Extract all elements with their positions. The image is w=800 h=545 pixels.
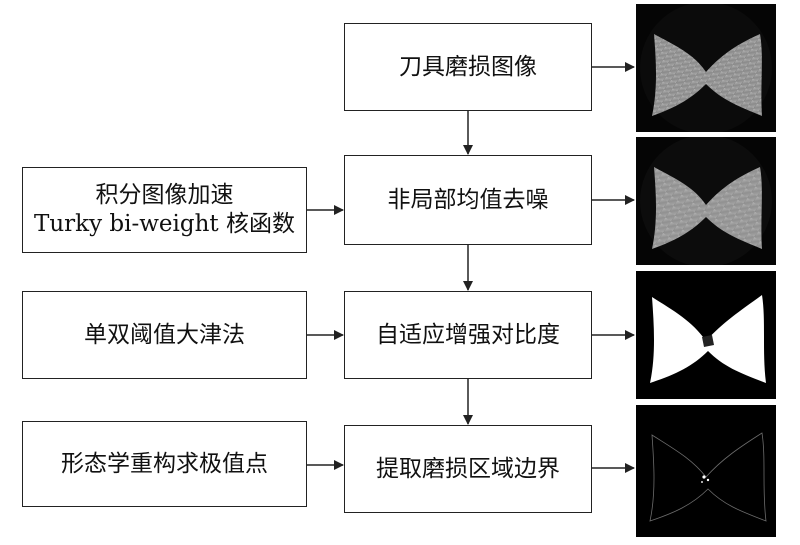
binary-tool-image: [636, 271, 776, 399]
step-extract-wear-boundary: 提取磨损区域边界: [344, 425, 592, 513]
wear-boundary-image: [636, 405, 776, 537]
input-label-line2: Turky bi-weight 核函数: [34, 211, 295, 237]
step-tool-wear-image: 刀具磨损图像: [344, 23, 592, 111]
step-label: 提取磨损区域边界: [376, 455, 560, 482]
input-label-line1: 积分图像加速: [95, 182, 234, 209]
input-label: 形态学重构求极值点: [61, 450, 268, 477]
input-integral-image-kernel: 积分图像加速 Turky bi-weight 核函数: [22, 167, 307, 253]
original-tool-image: [636, 4, 776, 132]
input-label: 单双阈值大津法: [84, 321, 245, 348]
input-otsu-threshold: 单双阈值大津法: [22, 291, 307, 379]
step-label: 刀具磨损图像: [399, 53, 537, 80]
step-label: 非局部均值去噪: [387, 186, 549, 213]
step-label: 自适应增强对比度: [376, 321, 560, 348]
input-morphological-reconstruction: 形态学重构求极值点: [22, 421, 307, 507]
step-adaptive-contrast-enhance: 自适应增强对比度: [344, 291, 592, 379]
denoised-tool-image: [636, 137, 776, 265]
step-nonlocal-means-denoise: 非局部均值去噪: [344, 155, 592, 245]
